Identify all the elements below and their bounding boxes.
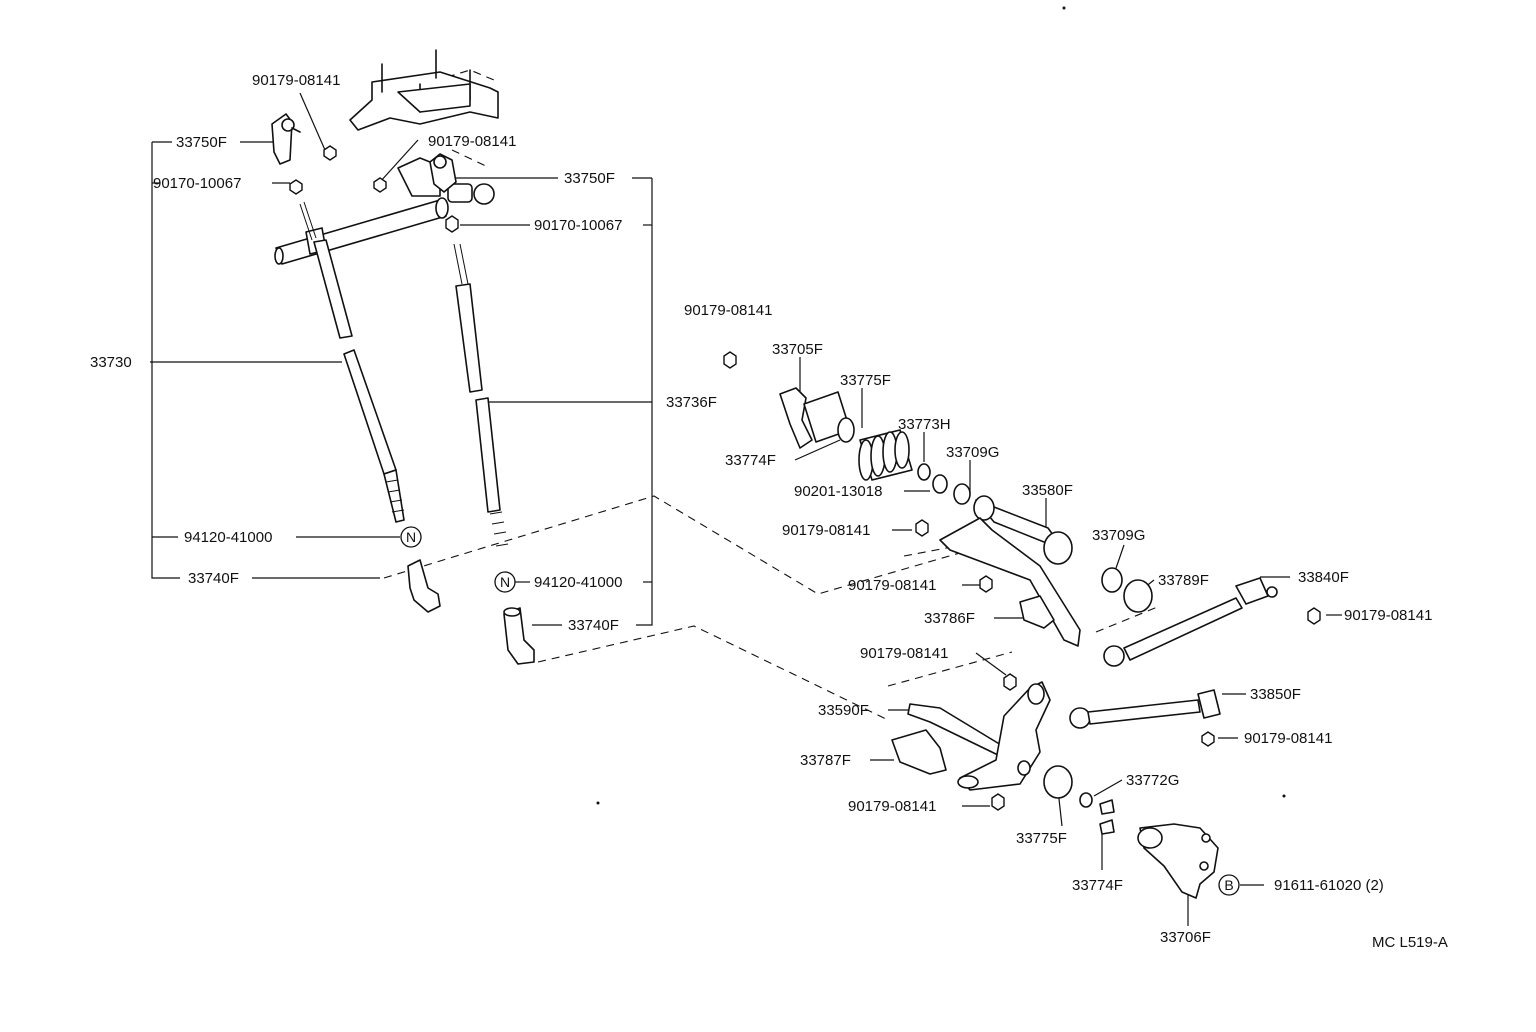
part-label: 33580F (1022, 482, 1073, 499)
part-label: 33740F (568, 617, 619, 634)
part-label: 90179-08141 (684, 302, 772, 319)
part-label: 33772G (1126, 772, 1179, 789)
part-label: 33736F (666, 394, 717, 411)
part-label: 33773H (898, 416, 951, 433)
link-rod-33850f (1069, 689, 1221, 747)
part-label: 33786F (924, 610, 975, 627)
part-label: 33709G (1092, 527, 1145, 544)
marker-n-circle (494, 571, 516, 593)
marker-n-right: N (500, 574, 510, 590)
part-label: 90170-10067 (534, 217, 622, 234)
marker-n-circle (400, 526, 422, 548)
figure-code: MC L519-A (1372, 934, 1448, 951)
part-label: 33850F (1250, 686, 1301, 703)
part-label: 33709G (946, 444, 999, 461)
part-label: 90201-13018 (794, 483, 882, 500)
part-labels: 90179-08141 33750F 90179-08141 33750F 90… (90, 72, 1448, 951)
part-label: 33590F (818, 702, 869, 719)
right-rod-assembly (373, 153, 535, 665)
part-label: 33730 (90, 354, 132, 371)
part-label: 90170-10067 (153, 175, 241, 192)
part-label: 33750F (564, 170, 615, 187)
leader-lines (150, 92, 1342, 926)
part-label: 90179-08141 (252, 72, 340, 89)
part-label: 33750F (176, 134, 227, 151)
part-label: 33706F (1160, 929, 1211, 946)
part-label: 94120-41000 (534, 574, 622, 591)
part-label: 33705F (772, 341, 823, 358)
part-label: 91611-61020 (2) (1274, 877, 1384, 894)
part-label: 90179-08141 (1244, 730, 1332, 747)
part-label: 33840F (1298, 569, 1349, 586)
part-label: 33774F (725, 452, 776, 469)
part-label: 90179-08141 (848, 577, 936, 594)
link-rod-33840f (1103, 577, 1321, 667)
shift-lever-housing-group (723, 351, 1153, 647)
select-lever-group (891, 673, 1219, 899)
part-label: 90179-08141 (1344, 607, 1432, 624)
marker-n-left: N (406, 529, 416, 545)
part-label: 90179-08141 (782, 522, 870, 539)
part-label: 33774F (1072, 877, 1123, 894)
circled-markers: N N B (400, 526, 1240, 896)
marker-b-circle (1218, 874, 1240, 896)
part-label: 33789F (1158, 572, 1209, 589)
lever-bracket (349, 49, 499, 197)
part-label: 90179-08141 (860, 645, 948, 662)
scan-specks (596, 6, 1286, 805)
part-label: 33775F (840, 372, 891, 389)
part-label: 33740F (188, 570, 239, 587)
marker-b: B (1224, 877, 1233, 893)
part-label: 94120-41000 (184, 529, 272, 546)
part-label: 90179-08141 (848, 798, 936, 815)
part-label: 90179-08141 (428, 133, 516, 150)
left-rod-assembly (271, 113, 441, 613)
part-label: 33775F (1016, 830, 1067, 847)
part-label: 33787F (800, 752, 851, 769)
